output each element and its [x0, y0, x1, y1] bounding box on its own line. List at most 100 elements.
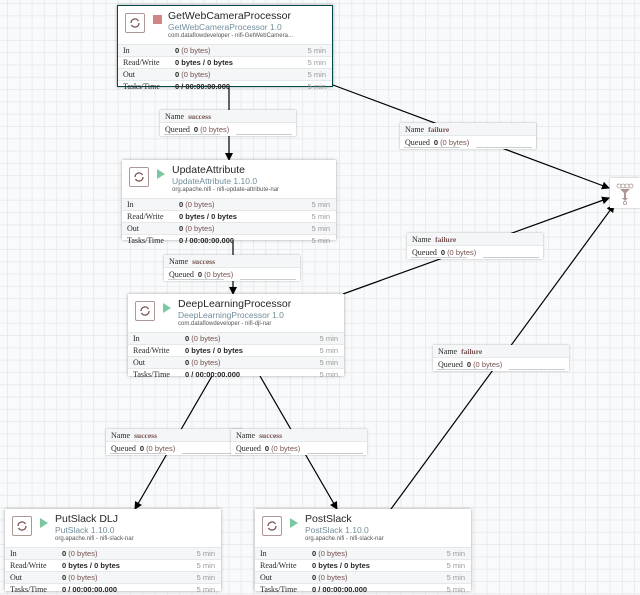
stat-value: 0 (0 bytes) [179, 200, 215, 209]
stat-row: Read/Write 0 bytes / 0 bytes 5 min [5, 559, 221, 571]
stat-value: 0 (0 bytes) [175, 46, 211, 55]
processor-bundle: com.dataflowdeveloper - nifi-djl-nar [178, 321, 272, 327]
processor-header: PutSlack DLJ PutSlack 1.10.0 org.apache.… [5, 509, 221, 547]
connection-label[interactable]: Name failure Queued 0 (0 bytes) [400, 123, 536, 149]
stat-row: Out 0 (0 bytes) 5 min [118, 68, 332, 80]
processor-type: UpdateAttribute 1.10.0 [172, 176, 258, 186]
processor-icon [12, 516, 32, 536]
stat-label: In [133, 334, 140, 343]
stat-row: In 0 (0 bytes) 5 min [118, 44, 332, 56]
stat-label: Tasks/Time [133, 370, 170, 379]
stat-label: Tasks/Time [123, 82, 160, 91]
stat-value: 0 / 00:00:00.000 [179, 236, 235, 245]
processor-deep-learning[interactable]: DeepLearningProcessor DeepLearningProces… [128, 294, 344, 379]
stat-value: 0 bytes / 0 bytes [62, 561, 120, 570]
backpressure-object-bar [164, 134, 220, 135]
connection-name-label: Name [111, 430, 131, 440]
running-state-icon [157, 169, 165, 179]
stat-label: Out [10, 573, 22, 582]
connection-label[interactable]: Name success Queued 0 (0 bytes) [231, 429, 367, 455]
stat-label: Tasks/Time [10, 585, 47, 594]
processor-bundle: org.apache.nifi - nifi-slack-nar [305, 536, 384, 542]
stat-time: 5 min [307, 58, 326, 67]
queued-bytes: (0 bytes) [146, 443, 176, 453]
connection-queued-row: Queued 0 (0 bytes) [231, 442, 367, 454]
stat-label: Read/Write [123, 58, 160, 67]
queued-label: Queued [111, 443, 136, 453]
connection-name: failure [428, 124, 450, 134]
stat-time: 5 min [446, 573, 465, 582]
funnel[interactable] [610, 178, 640, 208]
stat-value: 0 (0 bytes) [175, 70, 211, 79]
processor-update-attribute[interactable]: UpdateAttribute UpdateAttribute 1.10.0 o… [122, 160, 336, 245]
queued-bytes: (0 bytes) [447, 247, 477, 257]
queued-label: Queued [236, 443, 261, 453]
stat-time: 5 min [196, 585, 215, 594]
stat-row: Out 0 (0 bytes) 5 min [5, 571, 221, 583]
queued-bytes: (0 bytes) [271, 443, 301, 453]
processor-stats: In 0 (0 bytes) 5 min Read/Write 0 bytes … [118, 44, 332, 92]
processor-name: GetWebCameraProcessor [168, 10, 291, 22]
connection-label[interactable]: Name success Queued 0 (0 bytes) [164, 255, 300, 281]
processor-type: PutSlack 1.10.0 [55, 525, 115, 535]
connection-queued-row: Queued 0 (0 bytes) [160, 123, 296, 135]
connection-name-label: Name [169, 256, 189, 266]
funnel-icon [616, 183, 634, 205]
stat-row: Out 0 (0 bytes) 5 min [122, 222, 336, 234]
stat-time: 5 min [446, 549, 465, 558]
connection-name-row: Name success [160, 110, 296, 123]
processor-icon [129, 167, 149, 187]
queued-count: 0 [197, 269, 203, 279]
stat-time: 5 min [196, 561, 215, 570]
connection-label[interactable]: Name success Queued 0 (0 bytes) [106, 429, 242, 455]
backpressure-size-bar [307, 453, 363, 454]
stat-time: 5 min [196, 549, 215, 558]
stat-row: In 0 (0 bytes) 5 min [255, 547, 471, 559]
processor-bundle: org.apache.nifi - nifi-update-attribute-… [172, 187, 280, 193]
stat-row: Tasks/Time 0 / 00:00:00.000 5 min [122, 234, 336, 246]
stat-value: 0 bytes / 0 bytes [312, 561, 370, 570]
queued-bytes: (0 bytes) [200, 124, 230, 134]
queued-count: 0 [139, 443, 145, 453]
processor-type: DeepLearningProcessor 1.0 [178, 310, 284, 320]
queued-count: 0 [264, 443, 270, 453]
connection-name-row: Name success [106, 429, 242, 442]
processor-header: GetWebCameraProcessor GetWebCameraProces… [118, 6, 332, 44]
connection-name: success [188, 111, 212, 121]
stat-row: Read/Write 0 bytes / 0 bytes 5 min [128, 344, 344, 356]
connection-name-row: Name failure [400, 123, 536, 136]
connection-name-label: Name [405, 124, 425, 134]
connection-label[interactable]: Name failure Queued 0 (0 bytes) [433, 345, 569, 371]
processor-header: PostSlack PostSlack 1.10.0 org.apache.ni… [255, 509, 471, 547]
stat-row: In 0 (0 bytes) 5 min [5, 547, 221, 559]
processor-get-web-camera[interactable]: GetWebCameraProcessor GetWebCameraProces… [117, 5, 333, 91]
stat-label: Read/Write [133, 346, 170, 355]
stat-value: 0 (0 bytes) [312, 573, 348, 582]
stat-label: Out [133, 358, 145, 367]
connection-label[interactable]: Name failure Queued 0 (0 bytes) [407, 233, 543, 259]
processor-stats: In 0 (0 bytes) 5 min Read/Write 0 bytes … [128, 332, 344, 380]
processor-put-slack-djl[interactable]: PutSlack DLJ PutSlack 1.10.0 org.apache.… [5, 509, 221, 594]
processor-icon [125, 13, 145, 33]
stat-label: Read/Write [260, 561, 297, 570]
stat-time: 5 min [319, 370, 338, 379]
stat-value: 0 (0 bytes) [185, 334, 221, 343]
processor-post-slack[interactable]: PostSlack PostSlack 1.10.0 org.apache.ni… [255, 509, 471, 594]
stat-time: 5 min [307, 46, 326, 55]
connection-name-row: Name success [231, 429, 367, 442]
stat-label: Out [260, 573, 272, 582]
processor-bundle: org.apache.nifi - nifi-slack-nar [55, 536, 134, 542]
stat-time: 5 min [196, 573, 215, 582]
processor-stats: In 0 (0 bytes) 5 min Read/Write 0 bytes … [255, 547, 471, 595]
stat-row: Tasks/Time 0 / 00:00:00.000 5 min [5, 583, 221, 595]
stat-label: Tasks/Time [127, 236, 164, 245]
connection-name-row: Name failure [433, 345, 569, 358]
connection-name-label: Name [412, 234, 432, 244]
stat-time: 5 min [307, 70, 326, 79]
stat-row: In 0 (0 bytes) 5 min [128, 332, 344, 344]
backpressure-object-bar [168, 279, 224, 280]
connection-queued-row: Queued 0 (0 bytes) [164, 268, 300, 280]
connection-label[interactable]: Name success Queued 0 (0 bytes) [160, 110, 296, 136]
stat-label: Tasks/Time [260, 585, 297, 594]
stat-time: 5 min [319, 334, 338, 343]
